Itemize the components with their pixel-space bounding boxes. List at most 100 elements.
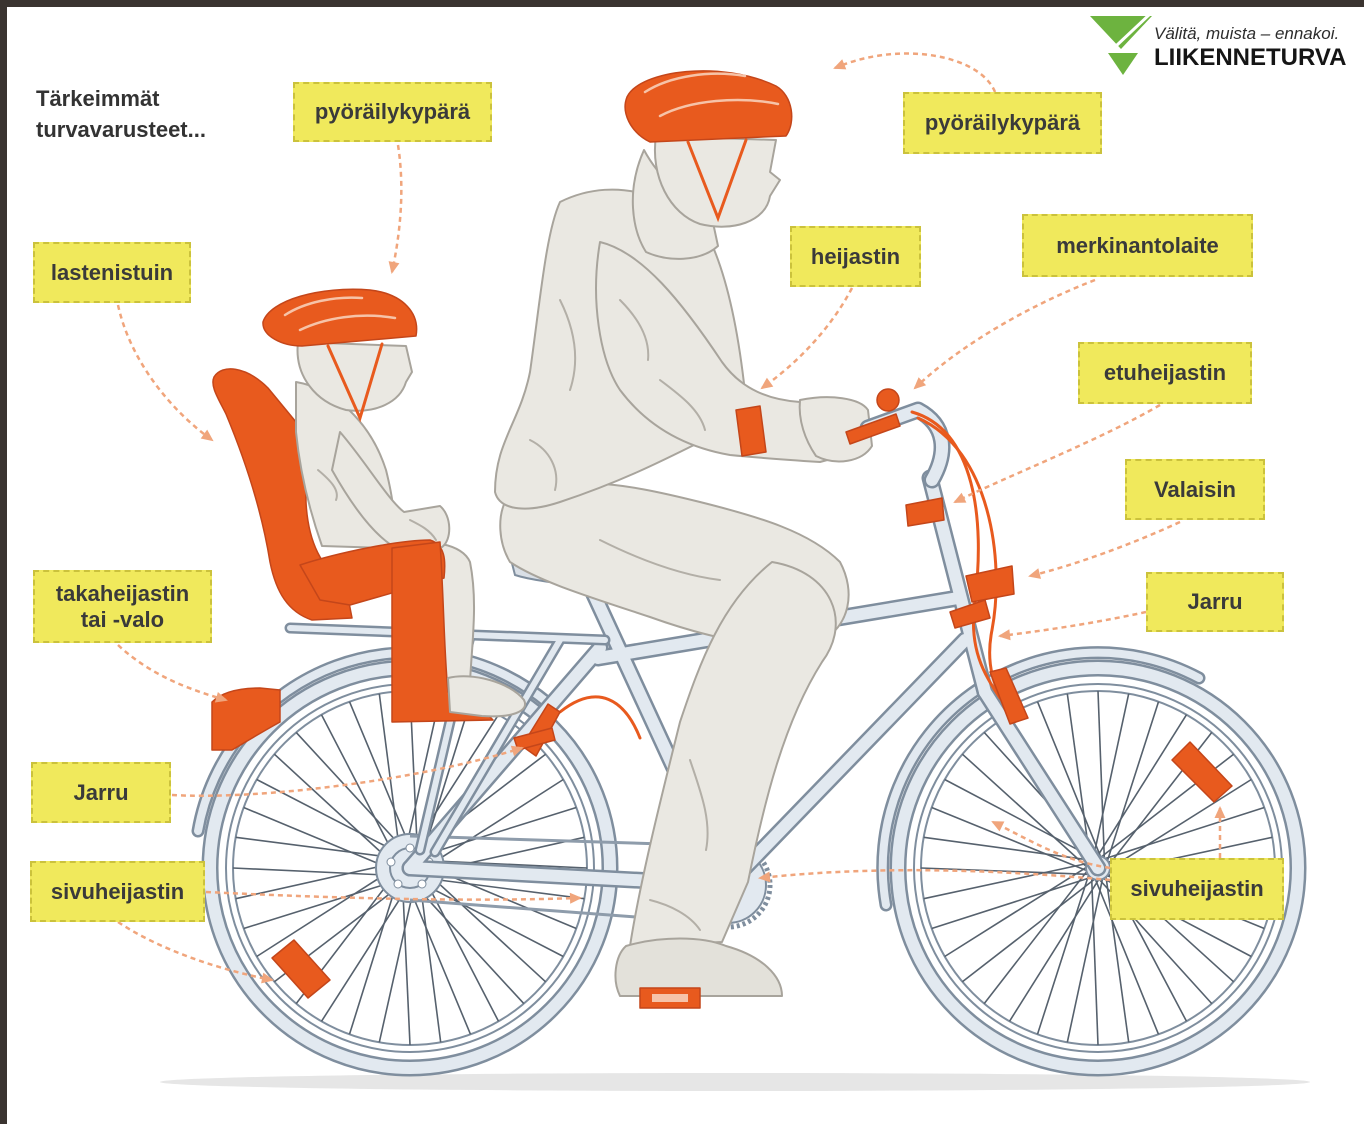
child-foot <box>447 675 527 718</box>
spoke <box>961 753 1089 869</box>
front-light <box>965 565 1015 603</box>
arrowhead <box>913 377 927 390</box>
spoke <box>431 878 585 900</box>
rider-helmet-strap <box>686 138 748 223</box>
arrowhead <box>833 59 847 70</box>
rider-jacket-fold <box>529 439 558 491</box>
arrowhead <box>1028 568 1041 579</box>
spoke <box>426 883 500 1022</box>
spoke <box>961 877 1097 983</box>
label-rear-reflector-line: takaheijastin <box>55 580 190 606</box>
logo-name: LIIKENNETURVA <box>1154 44 1347 71</box>
spoke <box>432 778 564 864</box>
label-front-reflector: etuheijastin <box>1078 342 1252 404</box>
rider-jacket-fold <box>559 299 577 391</box>
label-front-brake: Jarru <box>1146 572 1284 632</box>
intro-line: turvavarusteet... <box>36 117 206 142</box>
spoke <box>235 864 387 900</box>
arrowhead <box>953 492 967 503</box>
spoke <box>1093 877 1160 1035</box>
arrow-adult-helmet <box>834 52 997 93</box>
top-border <box>0 0 1364 7</box>
rider-trouser-fold <box>649 899 701 931</box>
front-reflector <box>905 497 945 527</box>
cassette-bolt <box>386 857 396 867</box>
intro-heading: Tärkeimmät turvavarusteet... <box>36 83 206 145</box>
down-tube <box>722 634 971 891</box>
label-signal-device: merkinantolaite <box>1022 214 1253 277</box>
arrowhead <box>569 892 582 904</box>
rider-helmet-vent <box>643 72 747 94</box>
rider-trouser-fold <box>599 539 721 581</box>
spoke <box>1095 714 1188 859</box>
spoke <box>931 875 1094 930</box>
label-front-side-reflector: sivuheijastin <box>1110 858 1284 920</box>
rider-trouser-fold <box>689 759 709 851</box>
spoke <box>1008 877 1101 1022</box>
spoke <box>295 731 402 847</box>
spoke <box>431 876 547 983</box>
arrowhead <box>261 972 274 984</box>
child-helmet-strap <box>326 342 384 423</box>
rider-head <box>653 135 781 228</box>
logo-cut-line <box>1114 12 1152 48</box>
arrowhead <box>991 821 1005 832</box>
arrowhead <box>758 871 771 883</box>
spoke <box>1036 872 1091 1035</box>
spoke <box>378 891 414 1043</box>
child-head <box>296 341 413 412</box>
rear-fender <box>194 648 552 835</box>
spoke <box>1066 876 1104 1043</box>
arrowhead <box>998 629 1011 641</box>
arrow-rear-reflector <box>117 644 227 702</box>
arrow-front-side-reflector-2 <box>759 868 1111 882</box>
arrow-reflector <box>761 287 854 390</box>
label-child-seat: lastenistuin <box>33 242 191 303</box>
rider-sleeve-fold <box>619 299 650 361</box>
arrowhead <box>200 429 214 442</box>
arrow-child-helmet <box>390 144 403 273</box>
spoke <box>983 869 1089 1005</box>
label-adult-helmet: pyöräilykypärä <box>903 92 1102 154</box>
callout-arrows <box>116 52 1226 984</box>
arrowhead <box>1214 806 1226 818</box>
arrowhead <box>510 745 524 757</box>
spoke <box>256 872 388 958</box>
cassette-bolt <box>417 879 427 889</box>
spoke <box>944 778 1095 860</box>
label-reflector: heijastin <box>790 226 921 287</box>
adult-rider <box>494 70 873 997</box>
logo-upper-triangle <box>1090 16 1152 49</box>
rider-arm <box>595 241 865 463</box>
arrowhead <box>760 377 774 390</box>
spoke <box>1102 806 1265 861</box>
rear-brake-cable <box>558 695 642 740</box>
intro-line: Tärkeimmät <box>36 86 160 111</box>
spoke <box>1097 690 1106 861</box>
front-spoke-reflector <box>1171 741 1233 803</box>
spoke <box>320 890 406 1022</box>
spoke <box>402 890 411 1046</box>
rider-helmet-vent <box>658 98 780 118</box>
spoke <box>931 806 1089 873</box>
spoke <box>348 701 410 845</box>
spoke <box>923 862 1090 900</box>
spoke <box>944 865 1089 958</box>
spoke <box>235 836 389 858</box>
arrowhead <box>388 261 400 274</box>
arrowhead <box>214 692 228 703</box>
label-light: Valaisin <box>1125 459 1265 520</box>
rider-shoe <box>614 937 783 997</box>
label-rear-side-reflector: sivuheijastin <box>30 861 205 922</box>
spoke <box>348 886 397 1035</box>
rider-sleeve-fold <box>659 379 706 431</box>
child-arm <box>331 431 451 551</box>
child-hand-fold <box>409 519 437 541</box>
spoke <box>1104 874 1130 1043</box>
logo-lower-triangle <box>1108 53 1138 75</box>
spoke <box>423 701 472 850</box>
rear-brake-clamp <box>513 727 556 751</box>
spoke <box>256 778 395 852</box>
rider-hand <box>798 396 873 463</box>
